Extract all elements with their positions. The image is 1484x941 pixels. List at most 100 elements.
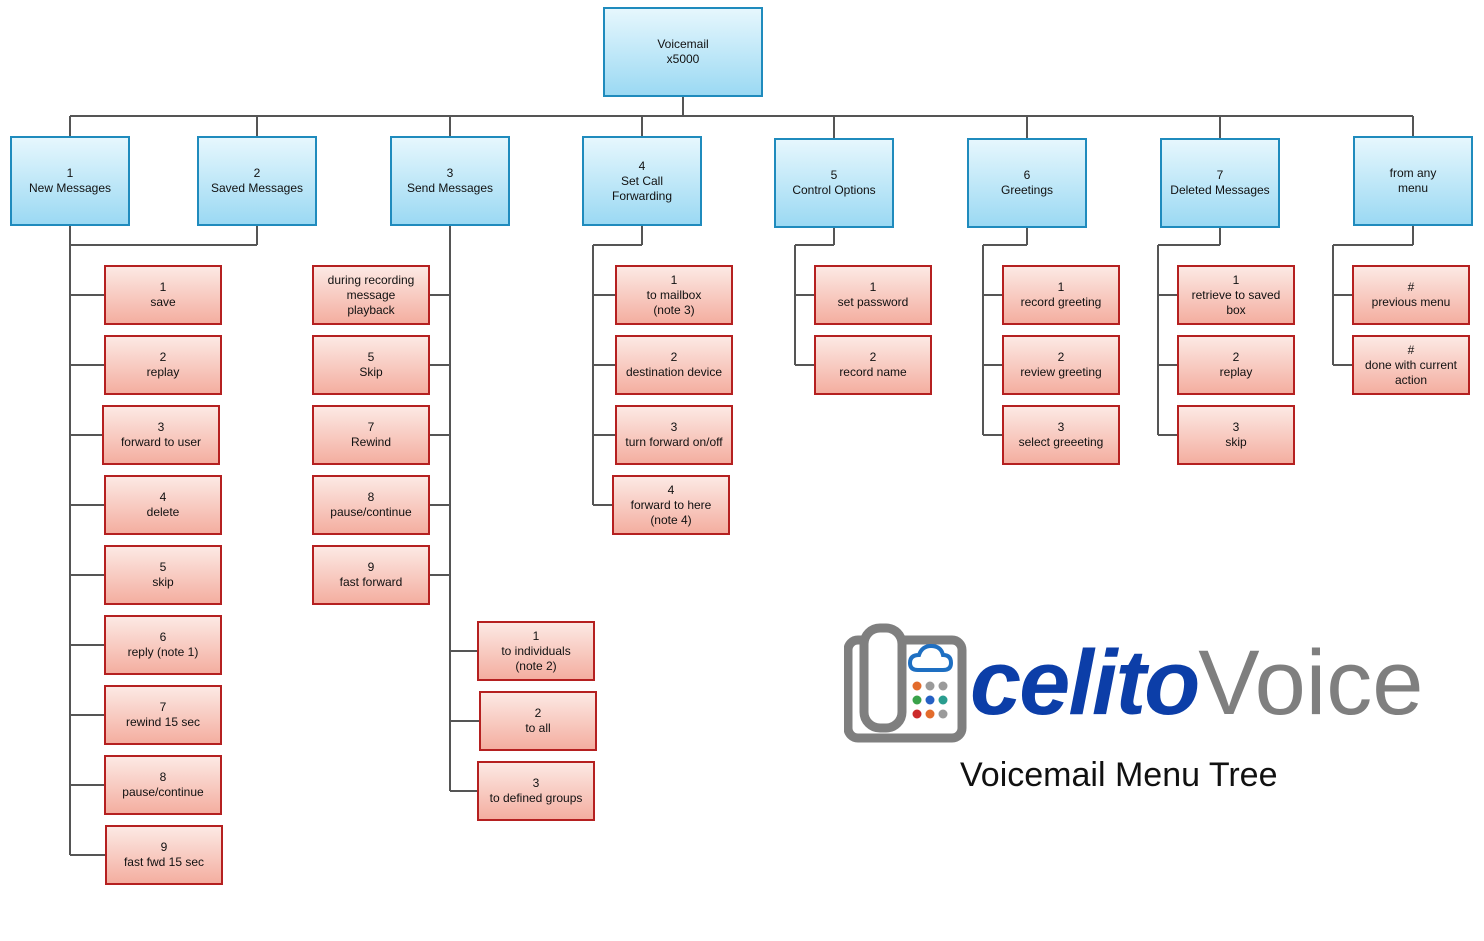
option-node-any-text: #	[1407, 280, 1415, 294]
option-node-send-playback-text: 8	[367, 490, 375, 504]
option-node-send-playback-text: playback	[347, 302, 395, 317]
menu-node-new-text: 1	[66, 166, 74, 180]
menu-node-fwd-text: Set Call	[620, 173, 664, 188]
option-node-deleted-text: replay	[1219, 365, 1253, 379]
option-node-any: #previous menu	[1352, 265, 1470, 325]
option-node-any-text: #	[1407, 342, 1415, 357]
celito-logo-icon	[844, 623, 967, 743]
option-node-any-text: done with current	[1364, 357, 1458, 372]
brand-voice: Voice	[1198, 632, 1424, 734]
option-node-deleted-text: skip	[1225, 435, 1247, 449]
menu-node-any-text: menu	[1397, 181, 1429, 195]
option-node-send-targets-text: to defined groups	[489, 791, 583, 805]
option-node-greet-text: record greeting	[1020, 295, 1102, 309]
menu-node-fwd-text: Forwarding	[611, 188, 673, 203]
option-node-deleted-text: retrieve to saved	[1191, 287, 1281, 302]
option-node-send-playback-text: pause/continue	[330, 505, 412, 519]
option-node-any-text: action	[1394, 372, 1428, 387]
option-node-send-playback-text: fast forward	[339, 575, 403, 589]
option-node-deleted-text: 1	[1232, 272, 1240, 287]
option-node-send-targets-text: to individuals	[501, 643, 571, 658]
celito-voice-wordmark: celitoVoice	[970, 618, 1423, 748]
option-node-fwd-text: (note 4)	[650, 512, 692, 527]
option-node-deleted-text: 3	[1232, 420, 1240, 434]
option-node-send-playback-text: message	[346, 287, 396, 302]
option-node-send-playback-text: during recording	[327, 272, 415, 287]
option-node-new-text: rewind 15 sec	[125, 715, 201, 729]
option-node-greet-text: 2	[1057, 350, 1065, 364]
brand-celito: celito	[970, 632, 1200, 734]
option-node-new-text: pause/continue	[122, 785, 204, 799]
option-node-fwd-text: turn forward on/off	[625, 435, 723, 449]
menu-node-new-text: New Messages	[28, 181, 112, 195]
option-node-greet-text: review greeting	[1020, 365, 1102, 379]
option-node-any-text: previous menu	[1371, 295, 1451, 309]
menu-node-ctrl-text: Control Options	[792, 183, 876, 197]
option-node-new-text: 6	[159, 630, 167, 644]
option-node-fwd-text: destination device	[625, 365, 723, 379]
root-node-voicemail-text: Voicemail	[657, 37, 709, 51]
root-node-voicemail-text: x5000	[666, 52, 700, 66]
option-node-ctrl-text: set password	[837, 295, 909, 309]
menu-node-ctrl-text: 5	[830, 168, 838, 182]
menu-node-deleted-text: Deleted Messages	[1170, 183, 1270, 197]
option-node-fwd-text: (note 3)	[653, 302, 695, 317]
option-node-new-text: 1	[159, 280, 167, 294]
menu-node-greet-text: 6	[1023, 168, 1031, 182]
option-node-deleted-text: box	[1226, 302, 1246, 317]
menu-node-any-text: from any	[1389, 166, 1437, 180]
option-node-fwd-text: 2	[670, 350, 678, 364]
option-node-new-text: 3	[157, 420, 165, 434]
option-node-new-text: 9	[160, 840, 168, 854]
option-node-send-targets-text: (note 2)	[515, 658, 557, 673]
menu-node-saved-text: 2	[253, 166, 261, 180]
option-node-new-text: 4	[159, 490, 167, 504]
option-node-new-text: replay	[146, 365, 180, 379]
option-node-new-text: 5	[159, 560, 167, 574]
option-node-new-text: fast fwd 15 sec	[123, 855, 205, 869]
option-node-deleted-text: 2	[1232, 350, 1240, 364]
option-node-send-playback-text: 7	[367, 420, 375, 434]
option-node-send-playback-text: Rewind	[350, 435, 392, 449]
option-node-new-text: 2	[159, 350, 167, 364]
diagram-subtitle: Voicemail Menu Tree	[960, 756, 1278, 794]
option-node-new-text: 8	[159, 770, 167, 784]
menu-node-fwd-text: 4	[638, 158, 646, 173]
option-node-send-targets-text: 1	[532, 628, 540, 643]
menu-node-saved-text: Saved Messages	[210, 181, 304, 195]
option-node-greet-text: 1	[1057, 280, 1065, 294]
menu-node-send-text: Send Messages	[406, 181, 494, 195]
